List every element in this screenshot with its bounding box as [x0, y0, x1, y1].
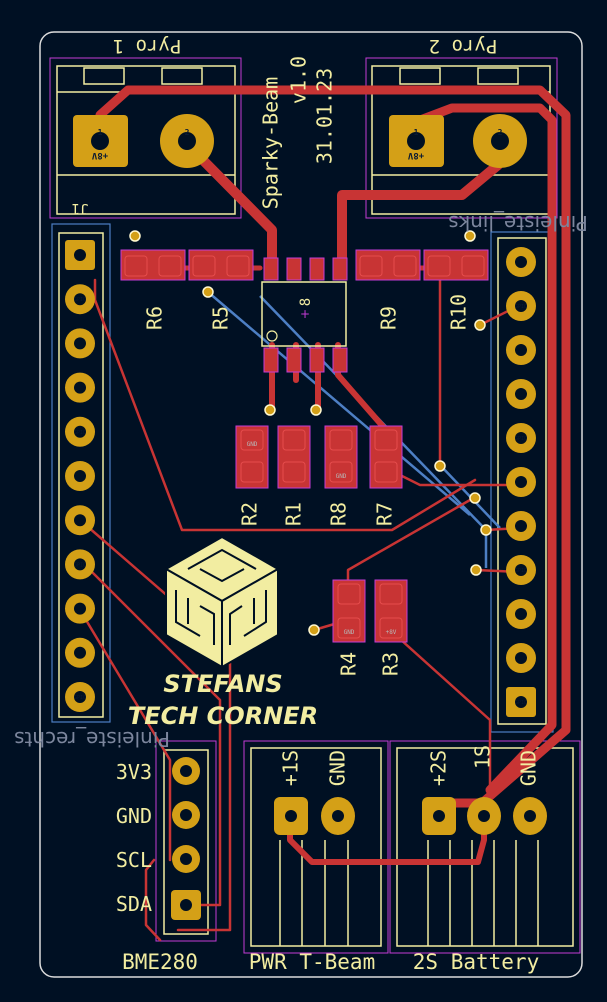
bme-pin-scl-label: SCL: [116, 848, 152, 872]
battery-connector-label: 2S Battery: [413, 950, 539, 974]
svg-text:1: 1: [414, 128, 419, 137]
header-pin-hole: [74, 337, 86, 350]
header-pin-label: GPIO: [515, 436, 527, 442]
header-pin-hole: [515, 520, 527, 532]
pwr-pin2-label: GND: [326, 750, 350, 786]
header-left-ref: J1: [72, 200, 89, 216]
header-pin-hole: [515, 564, 527, 576]
header-pin-label: GPIO: [515, 304, 527, 310]
header-pin-label: GPIO: [515, 568, 527, 574]
header-pin-hole: [515, 652, 527, 664]
header-right-pads: GPIO GPIO GPIO GPIO: [506, 247, 536, 717]
header-pin-hole: [74, 558, 86, 571]
resistor-r4-label: R4: [337, 652, 361, 676]
header-pin-hole: [74, 425, 86, 438]
vias: [129, 230, 492, 636]
svg-text:1: 1: [98, 128, 103, 137]
brand-line1: STEFANS: [163, 670, 282, 698]
header-pin-hole: [515, 432, 527, 444]
bme-header-pads: [171, 757, 201, 920]
board-outline: [39, 31, 583, 978]
header-pin-hole: [74, 381, 86, 394]
bme-connector-label: BME280: [122, 950, 198, 974]
header-left-footprint: [51, 223, 111, 723]
header-pin-label: GPIO: [74, 297, 86, 303]
pyro1-label: Pyro 1: [113, 35, 182, 57]
svg-text:8: 8: [298, 298, 314, 306]
svg-text:GND: GND: [336, 473, 347, 480]
project-name: Sparky-Beam: [259, 77, 283, 209]
svg-text:GND: GND: [344, 629, 355, 636]
resistor-r9-label: R9: [377, 306, 401, 330]
header-left-name: Pinleiste_rechts: [14, 727, 170, 751]
header-pin-hole: [515, 388, 527, 400]
pyro1-pin2-pad: 2: [160, 114, 214, 168]
pyro2-pin2-pad: 2: [473, 114, 527, 168]
header-pin-hole: [515, 696, 527, 708]
battery-connector-pads: [422, 797, 547, 835]
pyro2-pin1-pad: 1 +8V: [389, 115, 444, 167]
svg-text:+: +: [300, 307, 310, 321]
resistor-r3-label: R3: [379, 652, 403, 676]
header-pin-label: GPIO: [74, 562, 86, 568]
project-version: v1.0: [287, 56, 311, 104]
resistor-r7-label: R7: [373, 502, 397, 526]
pwr-connector-footprint: [243, 740, 389, 954]
svg-text:+8V: +8V: [91, 150, 108, 160]
header-pin-hole: [515, 300, 527, 312]
pwr-connector-label: PWR T-Beam: [249, 950, 375, 974]
header-pin-hole: [515, 256, 527, 268]
bme-pin-3v3-label: 3V3: [116, 760, 152, 784]
header-pin-hole: [74, 293, 86, 306]
header-pin-hole: [74, 602, 86, 615]
pwr-connector-pads: [274, 797, 355, 835]
project-date: 31.01.23: [313, 68, 337, 164]
resistor-r1-label: R1: [282, 502, 306, 526]
header-pin-hole: [74, 249, 86, 261]
header-pin-label: GPIO: [74, 430, 86, 436]
ic-u1: 8 +: [261, 257, 348, 373]
resistor-r2-label: R2: [238, 502, 262, 526]
resistor-r6-label: R6: [143, 306, 167, 330]
brand-line2: TECH CORNER: [128, 702, 318, 730]
header-right-name: Pinleiste_links: [448, 211, 588, 235]
svg-text:2: 2: [185, 128, 190, 137]
svg-text:2: 2: [498, 128, 503, 137]
battery-pin2-label: 1S: [471, 745, 495, 769]
bme-header-footprint: [155, 740, 217, 942]
pyro1-pin1-pad: 1 +8V: [73, 115, 128, 167]
header-pin-hole: [74, 470, 86, 482]
header-pin-label: GPIO: [74, 695, 86, 701]
brand-logo: [163, 535, 281, 669]
bme-pin-sda-label: SDA: [116, 892, 152, 916]
battery-connector-footprint: [389, 740, 581, 954]
resistor-r5-label: R5: [209, 306, 233, 330]
pyro2-label: Pyro 2: [429, 35, 498, 57]
header-pin-hole: [74, 691, 86, 703]
header-pin-hole: [515, 608, 527, 620]
resistor-r8-label: R8: [327, 502, 351, 526]
battery-pin1-label: +2S: [427, 750, 451, 786]
svg-text:GND: GND: [247, 441, 258, 448]
header-pin-hole: [515, 344, 527, 356]
battery-pin3-label: GND: [517, 750, 541, 786]
header-pin-hole: [74, 514, 86, 527]
header-pin-hole: [515, 476, 527, 488]
header-pin-hole: [74, 646, 86, 659]
resistor-r10-label: R10: [447, 294, 471, 330]
svg-text:+8V: +8V: [407, 150, 424, 160]
pwr-pin1-label: +1S: [279, 750, 303, 786]
bme-pin-gnd-label: GND: [116, 804, 152, 828]
header-left-pads: GPIO GPIO GPIO GPIO: [65, 240, 95, 712]
header-pin-label: GPIO: [515, 700, 527, 706]
svg-text:+8V: +8V: [386, 629, 397, 636]
